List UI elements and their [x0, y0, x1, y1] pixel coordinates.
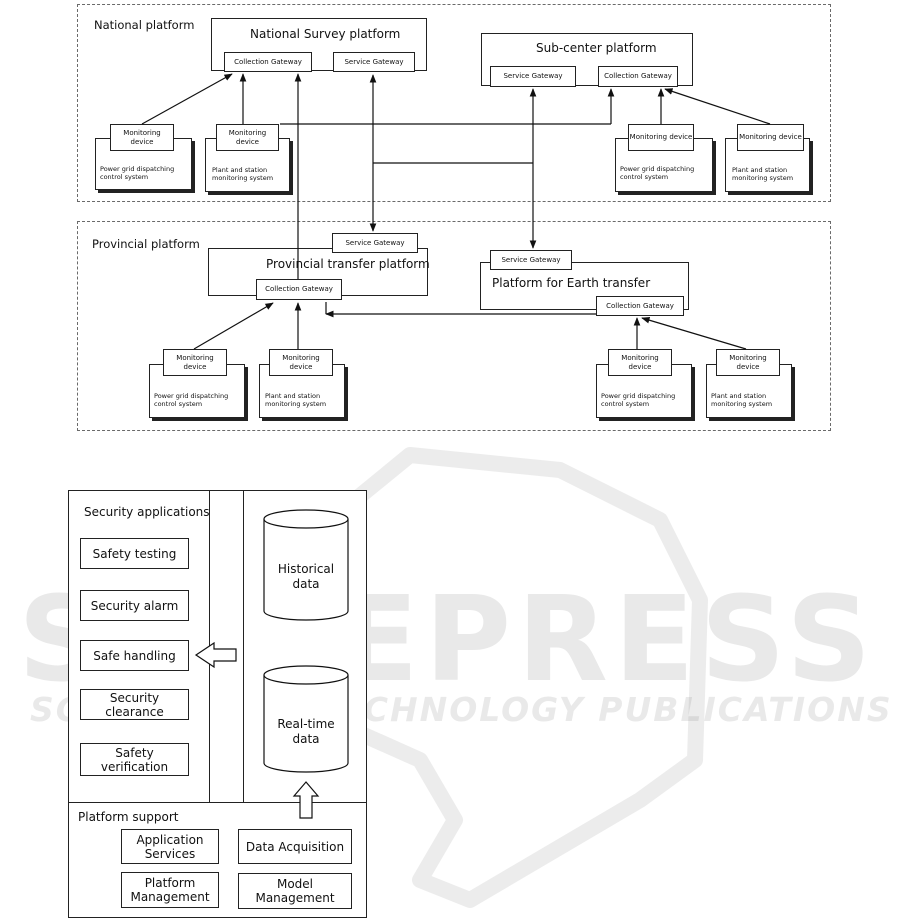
- provincial-device-b-monitor: Monitoring device: [269, 349, 333, 376]
- national-device-b-system-label: Plant and station monitoring system: [212, 166, 274, 182]
- divider-platform-support: [68, 802, 367, 803]
- support-model-management: Model Management: [238, 873, 352, 909]
- platform-support-title: Platform support: [78, 810, 179, 824]
- earth-transfer-platform-title: Platform for Earth transfer: [492, 276, 651, 290]
- earth-collection-gateway: Collection Gateway: [596, 296, 684, 316]
- provincial-transfer-platform-title: Provincial transfer platform: [266, 257, 430, 271]
- realtime-data-label: Real-time data: [277, 717, 335, 746]
- national-device-a-system-label: Power grid dispatching control system: [100, 165, 175, 181]
- provincial-service-gateway: Service Gateway: [332, 233, 418, 253]
- national-device-c-monitor: Monitoring device: [628, 124, 694, 151]
- national-device-a-monitor: Monitoring device: [110, 124, 174, 151]
- provincial-device-c-system-label: Power grid dispatching control system: [601, 392, 676, 408]
- national-survey-platform-title: National Survey platform: [250, 27, 401, 41]
- app-security-clearance: Security clearance: [80, 689, 189, 720]
- app-safe-handling: Safe handling: [80, 640, 189, 671]
- app-security-alarm: Security alarm: [80, 590, 189, 621]
- divider-middle-column: [243, 490, 244, 802]
- earth-service-gateway: Service Gateway: [490, 250, 572, 270]
- national-platform-label: National platform: [94, 18, 195, 32]
- national-device-b-monitor: Monitoring device: [216, 124, 279, 151]
- support-platform-management: Platform Management: [121, 872, 219, 908]
- support-application-services: Application Services: [121, 829, 219, 864]
- provincial-device-a-monitor: Monitoring device: [163, 349, 227, 376]
- national-device-d-monitor: Monitoring device: [737, 124, 804, 151]
- national-device-d-system-label: Plant and station monitoring system: [732, 166, 794, 182]
- provincial-device-d-system-label: Plant and station monitoring system: [711, 392, 773, 408]
- provincial-platform-region: [77, 221, 831, 431]
- national-collection-gateway: Collection Gateway: [224, 52, 312, 72]
- app-safety-verification: Safety verification: [80, 743, 189, 776]
- provincial-device-b-system-label: Plant and station monitoring system: [265, 392, 327, 408]
- provincial-device-c-monitor: Monitoring device: [608, 349, 672, 376]
- support-data-acquisition: Data Acquisition: [238, 829, 352, 864]
- app-safety-testing: Safety testing: [80, 538, 189, 569]
- national-device-c-system-label: Power grid dispatching control system: [620, 165, 695, 181]
- security-applications-title: Security applications: [84, 505, 210, 519]
- sub-center-platform-title: Sub-center platform: [536, 41, 657, 55]
- sub-center-collection-gateway: Collection Gateway: [598, 66, 678, 87]
- national-service-gateway: Service Gateway: [333, 52, 415, 72]
- sub-center-service-gateway: Service Gateway: [490, 66, 576, 87]
- provincial-collection-gateway: Collection Gateway: [256, 279, 342, 300]
- national-platform-region: [77, 4, 831, 202]
- provincial-device-d-monitor: Monitoring device: [716, 349, 780, 376]
- provincial-device-a-system-label: Power grid dispatching control system: [154, 392, 229, 408]
- historical-data-label: Historical data: [277, 562, 335, 591]
- divider-left-column: [209, 490, 210, 802]
- provincial-platform-label: Provincial platform: [92, 237, 200, 251]
